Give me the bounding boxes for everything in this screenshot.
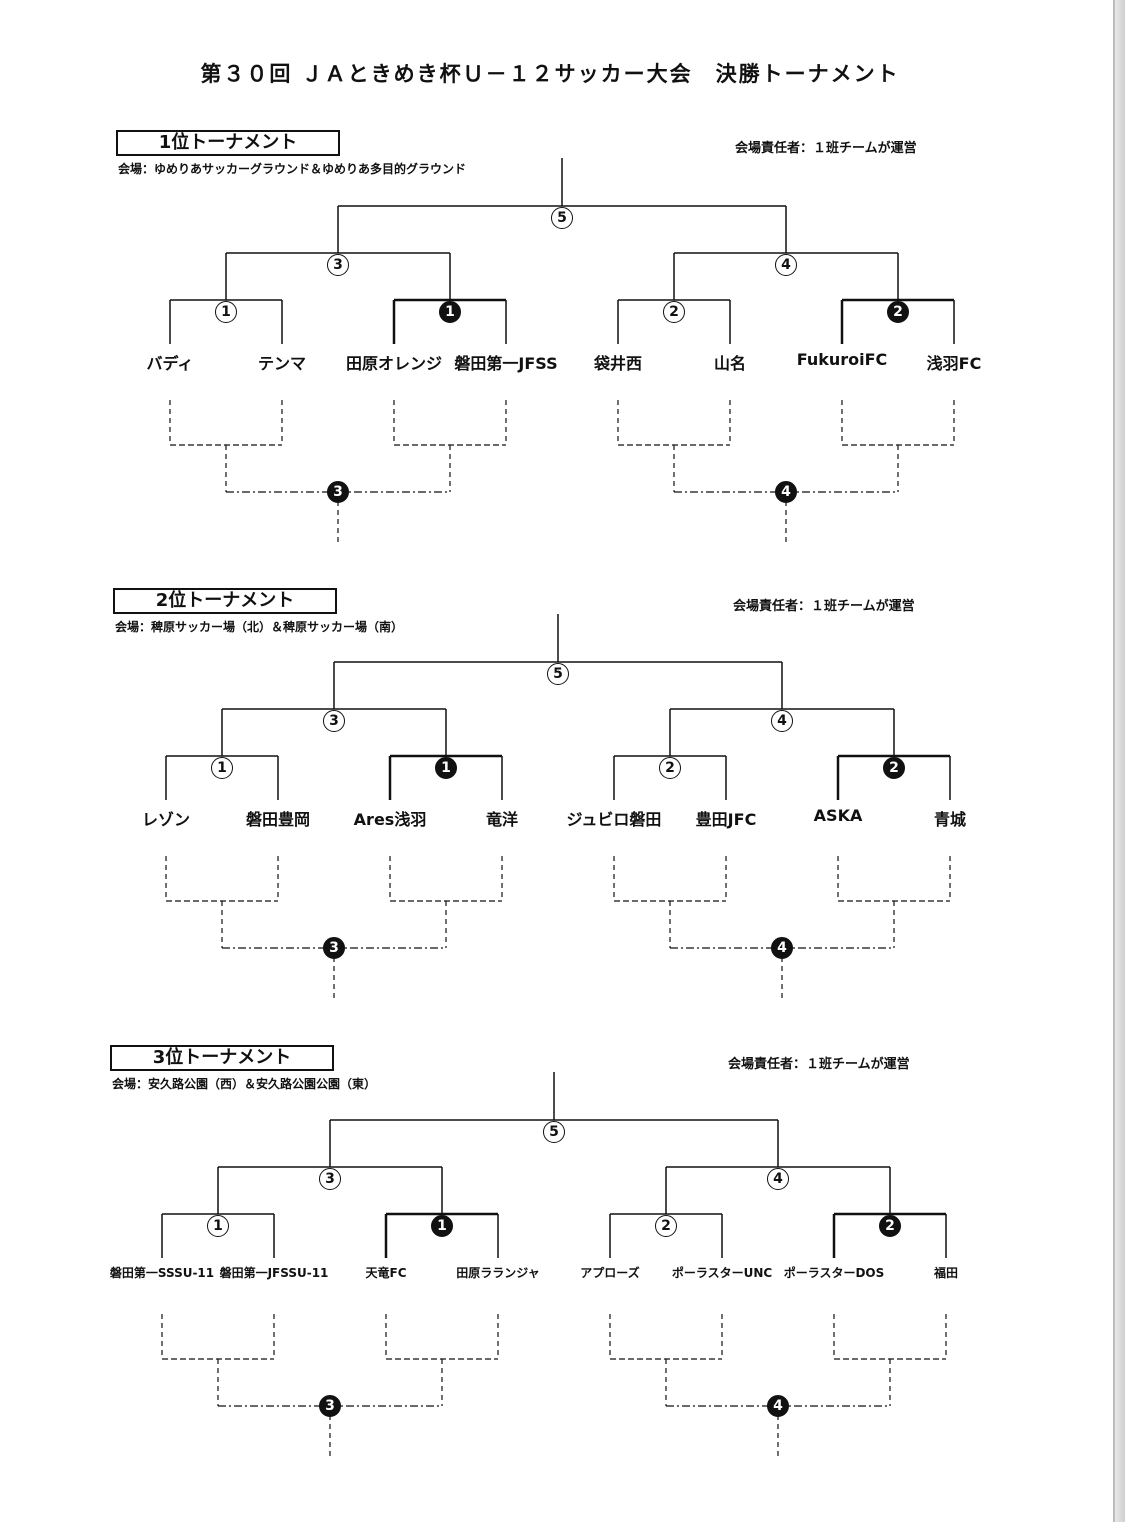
venue-text: 会場：稗原サッカー場（北）＆稗原サッカー場（南） [115,620,404,634]
team-name: 磐田第一JFSS [454,354,558,373]
team-name: 豊田JFC [695,810,757,829]
team-name: 田原オレンジ [345,354,443,373]
team-name: 竜洋 [485,810,519,829]
match-number-final: 5 [547,663,569,685]
document-title: 第３０回 ＪＡときめき杯Ｕ－１２サッカー大会 決勝トーナメント [200,62,900,86]
team-name: 天竜FC [365,1266,407,1280]
section-heading-box: 1位トーナメント [116,130,340,156]
team-name: 浅羽FC [926,354,982,373]
match-number-lower-left: 3 [319,1395,341,1417]
team-name: ジュビロ磐田 [566,810,662,829]
team-name: 福田 [933,1266,959,1280]
page-edge-shadow [1113,0,1115,1522]
page-edge [1115,0,1125,1522]
match-number-final: 5 [551,207,573,229]
match-number-semi-right: 4 [771,710,793,732]
team-name: 磐田豊岡 [245,810,311,829]
team-name: テンマ [257,354,307,373]
team-name: 袋井西 [593,354,643,373]
match-number-q4: 2 [879,1215,901,1237]
match-number-final: 5 [543,1121,565,1143]
match-number-q3: 2 [663,301,685,323]
venue-text: 会場：ゆめりあサッカーグラウンド＆ゆめりあ多目的グラウンド [118,162,467,176]
team-name: ポーラスターUNC [671,1266,773,1280]
match-number-semi-left: 3 [327,254,349,276]
match-number-lower-right: 4 [767,1395,789,1417]
match-number-lower-right: 4 [775,481,797,503]
manager-text: 会場責任者：１班チームが運営 [735,141,917,156]
match-number-semi-left: 3 [319,1168,341,1190]
match-number-lower-right: 4 [771,937,793,959]
team-name: 磐田第一JFSSU-11 [219,1266,329,1280]
match-number-semi-right: 4 [775,254,797,276]
match-number-q4: 2 [887,301,909,323]
team-name: Ares浅羽 [353,810,427,829]
manager-text: 会場責任者：１班チームが運営 [733,599,915,614]
team-name: ポーラスターDOS [783,1266,885,1280]
team-name: 田原ラランジャ [456,1266,540,1280]
team-name: アプローズ [580,1266,640,1280]
match-number-q1: 1 [215,301,237,323]
match-number-lower-left: 3 [327,481,349,503]
tournament-section-3: 3位トーナメント 会場：安久路公園（西）＆安久路公園公園（東） 会場責任者：１班… [0,0,1110,1091]
match-number-q3: 2 [659,757,681,779]
match-number-q1: 1 [211,757,233,779]
team-name: 磐田第一SSSU-11 [109,1266,215,1280]
match-number-semi-right: 4 [767,1168,789,1190]
team-name: ASKA [813,806,863,825]
match-number-semi-left: 3 [323,710,345,732]
team-name: 山名 [713,354,747,373]
tournament-section-2: 2位トーナメント 会場：稗原サッカー場（北）＆稗原サッカー場（南） 会場責任者：… [0,0,1110,634]
manager-text: 会場責任者：１班チームが運営 [728,1057,910,1072]
venue-text: 会場：安久路公園（西）＆安久路公園公園（東） [112,1077,377,1091]
team-name: FukuroiFC [796,350,888,369]
match-number-q3: 2 [655,1215,677,1237]
match-number-q2: 1 [439,301,461,323]
team-name: 青城 [933,810,967,829]
match-number-q2: 1 [431,1215,453,1237]
section-heading-box: 2位トーナメント [113,588,337,614]
section-heading-box: 3位トーナメント [110,1045,334,1071]
tournament-section-1: 1位トーナメント 会場：ゆめりあサッカーグラウンド＆ゆめりあ多目的グラウンド 会… [0,0,1110,460]
team-name: バディ [146,354,194,373]
match-number-q2: 1 [435,757,457,779]
team-name: レゾン [141,810,191,829]
match-number-lower-left: 3 [323,937,345,959]
match-number-q4: 2 [883,757,905,779]
match-number-q1: 1 [207,1215,229,1237]
